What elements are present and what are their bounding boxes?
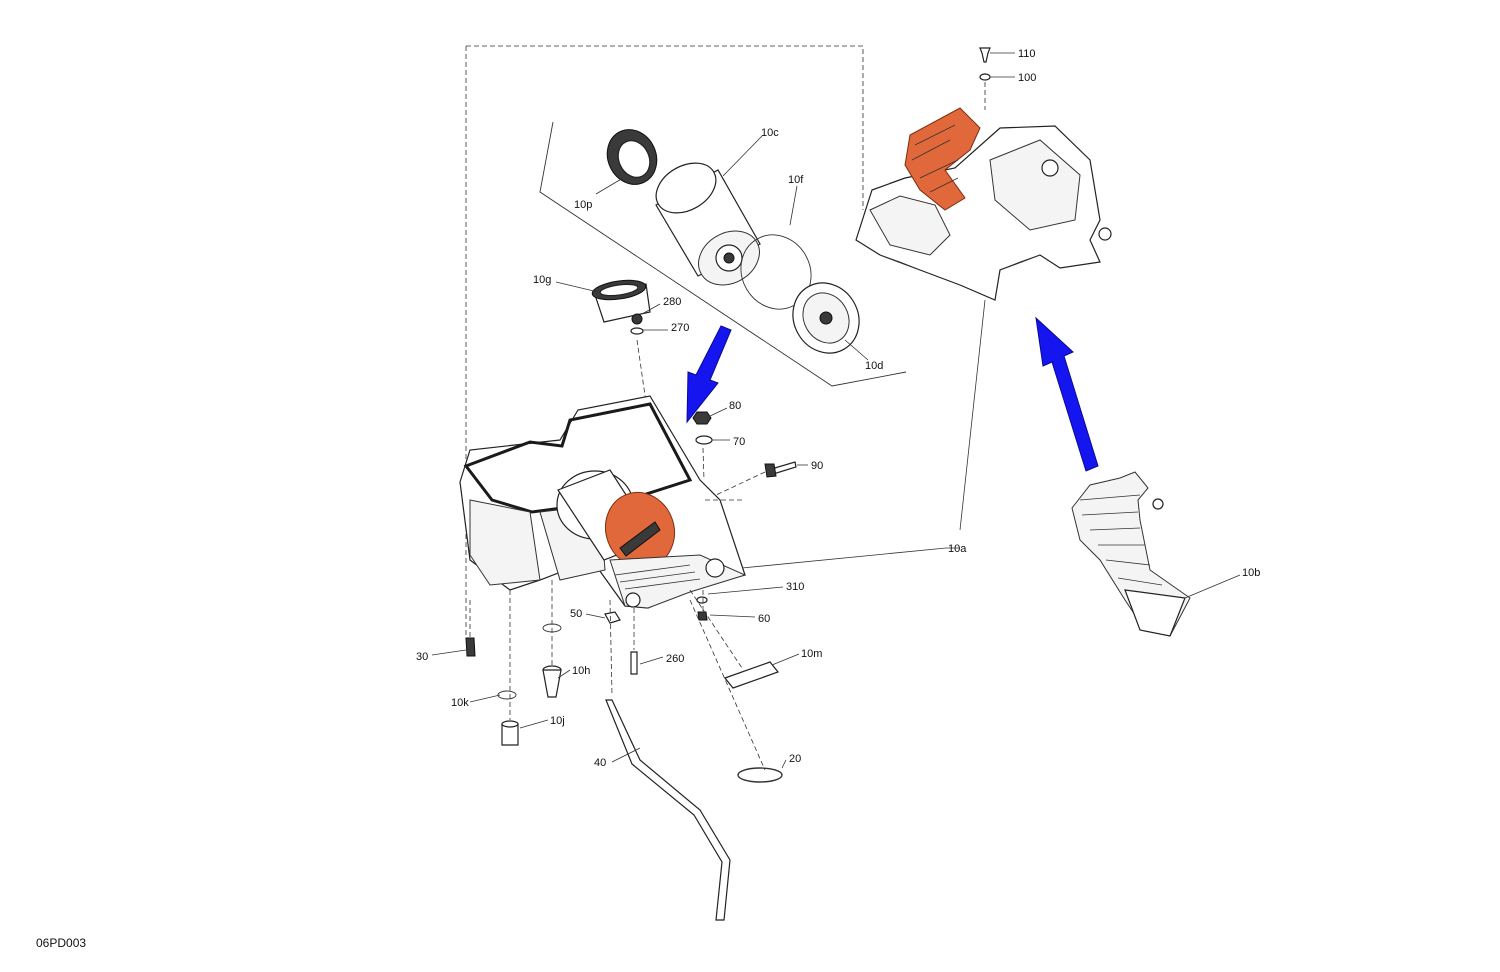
callout-70: 70 bbox=[733, 436, 745, 448]
callout-50: 50 bbox=[570, 608, 582, 620]
screw-280 bbox=[631, 313, 643, 325]
callout-20: 20 bbox=[789, 753, 801, 765]
assembly-arrow-up bbox=[1035, 316, 1099, 472]
screw-110 bbox=[979, 47, 991, 63]
callout-100: 100 bbox=[1018, 72, 1036, 84]
filter-seal-ring-10p bbox=[606, 129, 658, 185]
label-10m bbox=[724, 661, 779, 689]
nut-60 bbox=[696, 596, 708, 621]
bolt-90 bbox=[764, 461, 797, 478]
air-filter-element-10c bbox=[655, 162, 761, 286]
callout-90: 90 bbox=[811, 460, 823, 472]
drain-valve-10h bbox=[542, 665, 562, 698]
callout-80: 80 bbox=[729, 400, 741, 412]
callout-40: 40 bbox=[594, 757, 606, 769]
clip-30 bbox=[465, 637, 476, 657]
drawing-code: 06PD003 bbox=[36, 936, 87, 950]
callout-310: 310 bbox=[786, 581, 804, 593]
spring-clip-50 bbox=[604, 611, 621, 624]
assembly-dashed-frame bbox=[465, 45, 864, 640]
washer-70 bbox=[695, 435, 713, 445]
callout-10h: 10h bbox=[572, 665, 590, 677]
air-box-upper-cover-10a bbox=[855, 107, 1112, 301]
callout-10j: 10j bbox=[550, 715, 565, 727]
drain-hose-40 bbox=[605, 699, 731, 921]
callout-10b: 10b bbox=[1242, 567, 1260, 579]
callout-leaders bbox=[431, 52, 1241, 769]
callout-270: 270 bbox=[671, 322, 689, 334]
cap-10j bbox=[501, 720, 519, 746]
callout-30: 30 bbox=[416, 651, 428, 663]
callout-260: 260 bbox=[666, 653, 684, 665]
callout-60: 60 bbox=[758, 613, 770, 625]
callout-10c: 10c bbox=[761, 127, 779, 139]
callout-110: 110 bbox=[1018, 48, 1036, 60]
filter-group-frame bbox=[539, 121, 907, 387]
washer-270 bbox=[630, 327, 644, 335]
callout-10g: 10g bbox=[533, 274, 551, 286]
nut-80 bbox=[692, 411, 712, 425]
callout-10k: 10k bbox=[451, 697, 469, 709]
filter-cover-10d bbox=[792, 282, 860, 354]
callout-10p: 10p bbox=[574, 199, 592, 211]
intake-sleeve-10g bbox=[591, 279, 651, 323]
intake-duct-highlight-orange bbox=[904, 107, 981, 211]
callout-10d: 10d bbox=[865, 360, 883, 372]
clamp-10k bbox=[497, 690, 517, 700]
assembly-arrow-down bbox=[686, 325, 732, 424]
callout-10a: 10a bbox=[948, 543, 967, 555]
callout-10m: 10m bbox=[801, 648, 822, 660]
intake-hose-10b bbox=[1071, 471, 1191, 637]
screw-260 bbox=[630, 651, 638, 675]
washer-100 bbox=[979, 73, 991, 81]
callout-10f: 10f bbox=[788, 174, 804, 186]
callout-280: 280 bbox=[663, 296, 681, 308]
air-box-lower-housing bbox=[459, 395, 747, 609]
hose-clamp-20 bbox=[737, 767, 783, 783]
